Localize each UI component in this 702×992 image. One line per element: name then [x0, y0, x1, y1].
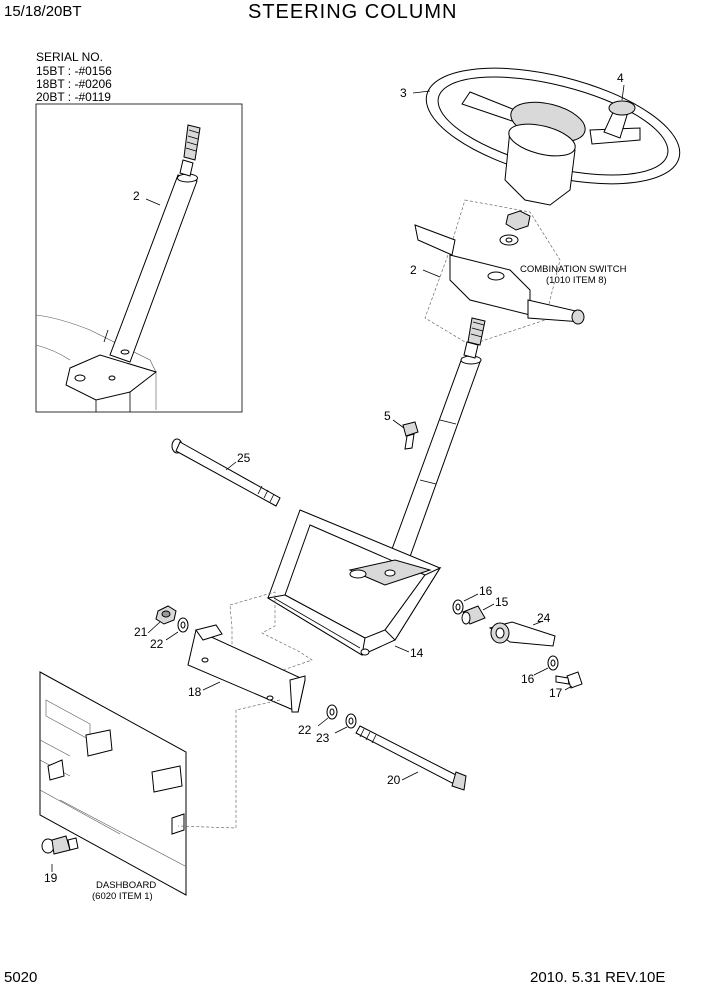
leader-p24 [532, 620, 544, 626]
part-5-label: 5 [384, 409, 391, 423]
part-16b-label: 16 [521, 672, 535, 686]
part-18-label: 18 [188, 685, 202, 699]
revision-date: 2010. 5.31 REV.10E [530, 969, 665, 986]
steering-nut [505, 210, 531, 231]
part-22a-label: 22 [150, 637, 164, 651]
bolt-20 [355, 725, 467, 791]
part-16a-label: 16 [479, 584, 493, 598]
combination-switch [414, 224, 585, 325]
part-21-label: 21 [134, 625, 148, 639]
serial-line-15bt: 15BT : -#0156 [36, 64, 112, 78]
inset-column-tube [103, 124, 201, 363]
dashboard-label: DASHBOARD [96, 880, 156, 891]
leader-p22a [165, 631, 179, 641]
part-23-label: 23 [316, 731, 330, 745]
part-2-label: 2 [410, 263, 417, 277]
leader-p4 [621, 84, 625, 101]
part-19-label: 19 [44, 871, 58, 885]
leader-p16b [533, 667, 549, 676]
page-title: STEERING COLUMN [248, 1, 457, 23]
part-20-label: 20 [387, 773, 401, 787]
dashboard-ref: (6020 ITEM 1) [92, 891, 153, 902]
leader-p20 [401, 771, 419, 781]
dashboard-panel [39, 671, 187, 896]
washer-23 [345, 713, 357, 729]
part-3-label: 3 [400, 86, 407, 100]
inset-frame [35, 103, 243, 413]
leader-p2-inset [145, 198, 161, 206]
leader-p18 [202, 681, 221, 691]
bolt-17 [555, 671, 583, 689]
nut-21 [155, 605, 177, 625]
inset-detail: 2 [35, 103, 243, 413]
page-number: 5020 [4, 969, 37, 986]
leader-p23 [334, 726, 348, 734]
leader-p15 [482, 603, 495, 611]
serial-heading: SERIAL NO. [36, 50, 103, 64]
part-24-label: 24 [537, 611, 551, 625]
leader-p25 [225, 461, 237, 471]
bracket-link-outline [189, 591, 313, 686]
part-2-inset-label: 2 [133, 189, 140, 203]
washer-16a [452, 599, 464, 615]
part-14-label: 14 [410, 646, 424, 660]
steering-wheel [425, 67, 681, 206]
bolt-25 [171, 438, 281, 507]
part-22b-label: 22 [298, 723, 312, 737]
combination-switch-ref: (1010 ITEM 8) [546, 275, 607, 286]
leader-p21 [147, 621, 161, 634]
combination-switch-label: COMBINATION SWITCH [520, 264, 627, 275]
leader-p2 [422, 269, 441, 278]
serial-line-20bt: 20BT : -#0119 [36, 90, 111, 104]
plate-18 [187, 624, 306, 713]
part-25-label: 25 [237, 451, 251, 465]
washer-22b [326, 704, 338, 720]
leader-p22b [317, 717, 329, 727]
key-switch-19 [41, 835, 79, 855]
leader-p16a [463, 593, 479, 602]
part-15-label: 15 [495, 595, 509, 609]
leader-p17 [564, 685, 573, 691]
switch-outline [424, 199, 561, 346]
bolt-5 [402, 421, 419, 450]
part-4-label: 4 [617, 71, 624, 85]
washer-16b [547, 655, 559, 671]
serial-line-18bt: 18BT : -#0206 [36, 77, 112, 91]
leader-p14 [394, 645, 410, 653]
leader-p5 [392, 419, 405, 429]
column-tube [387, 317, 486, 566]
lever-24 [488, 621, 556, 647]
part-17-label: 17 [549, 686, 563, 700]
washer-22a [177, 617, 189, 633]
leader-p3 [412, 90, 431, 94]
connector-dash [177, 699, 281, 829]
mounting-bracket [266, 509, 442, 656]
model-label: 15/18/20BT [4, 3, 82, 20]
bushing-15 [461, 605, 486, 625]
spinner-knob [603, 100, 636, 139]
